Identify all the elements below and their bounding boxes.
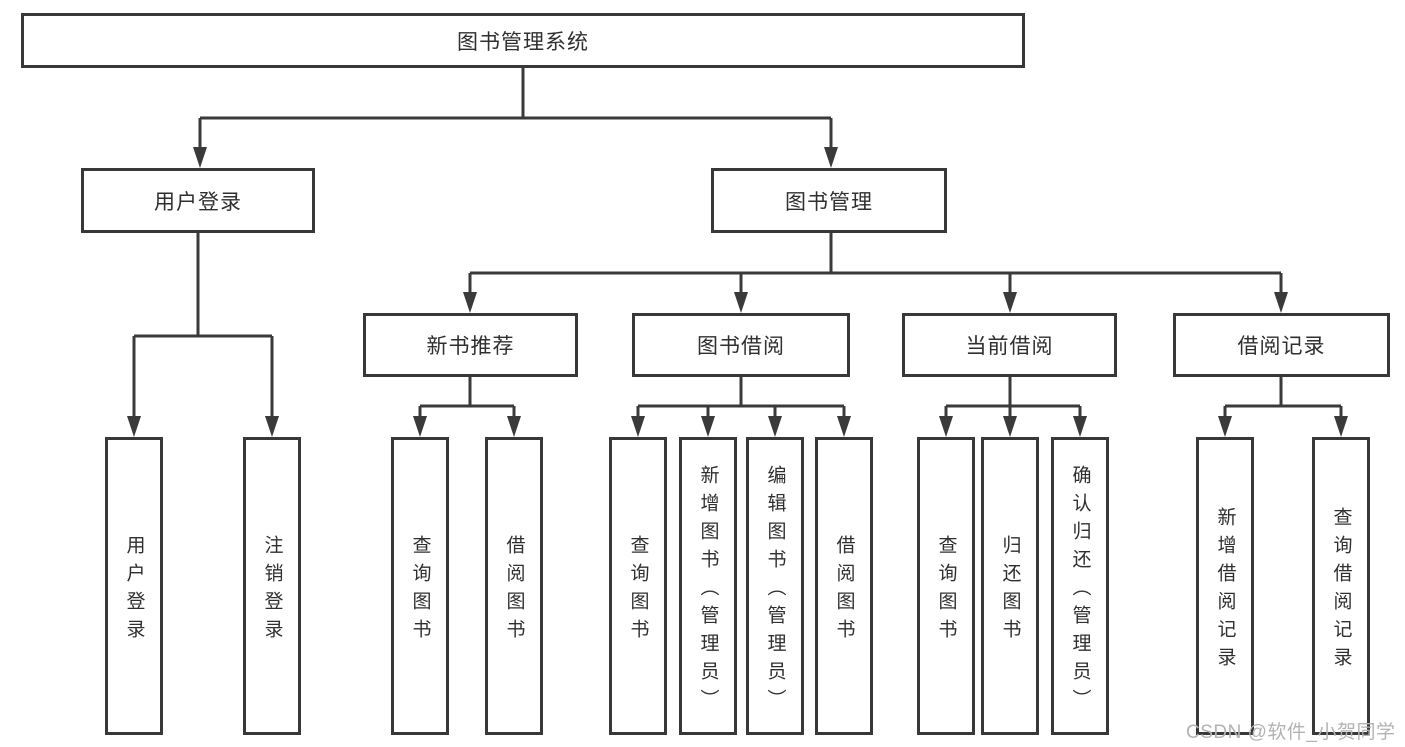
leaf-cb-query-books: 查询图书 <box>917 437 975 735</box>
node-new-book-recommend: 新书推荐 <box>363 313 578 377</box>
node-user-login: 用户登录 <box>81 168 315 233</box>
leaf-bb-borrow-books: 借阅图书 <box>815 437 873 735</box>
node-borrow-records: 借阅记录 <box>1173 313 1390 377</box>
connector-current-borrow <box>939 377 1087 437</box>
connector-user-login <box>127 233 279 437</box>
csdn-watermark: CSDN @软件_小贺同学 <box>1186 722 1396 743</box>
leaf-bb-add-books-admin: 新增图书（管理员） <box>679 437 737 735</box>
node-root: 图书管理系统 <box>21 13 1025 68</box>
leaf-nbr-query-books: 查询图书 <box>391 437 449 735</box>
connector-new-book-recommend <box>413 377 521 437</box>
leaf-user-login: 用户登录 <box>105 437 163 735</box>
connector-root <box>193 68 838 168</box>
connector-book-mgmt <box>463 233 1288 313</box>
leaf-cb-return-books: 归还图书 <box>981 437 1039 735</box>
leaf-bb-edit-books-admin: 编辑图书（管理员） <box>746 437 804 735</box>
leaf-logout-login: 注销登录 <box>243 437 301 735</box>
leaf-br-add-borrow-record: 新增借阅记录 <box>1196 437 1254 735</box>
connector-borrow-records <box>1218 377 1348 437</box>
node-book-mgmt: 图书管理 <box>711 168 947 233</box>
leaf-br-query-borrow-record: 查询借阅记录 <box>1312 437 1370 735</box>
leaf-nbr-borrow-books: 借阅图书 <box>485 437 543 735</box>
node-current-borrow: 当前借阅 <box>902 313 1117 377</box>
leaf-cb-confirm-return-admin: 确认归还（管理员） <box>1051 437 1109 735</box>
leaf-bb-query-books: 查询图书 <box>609 437 667 735</box>
node-book-borrow: 图书借阅 <box>632 313 850 377</box>
connector-book-borrow <box>631 377 851 437</box>
